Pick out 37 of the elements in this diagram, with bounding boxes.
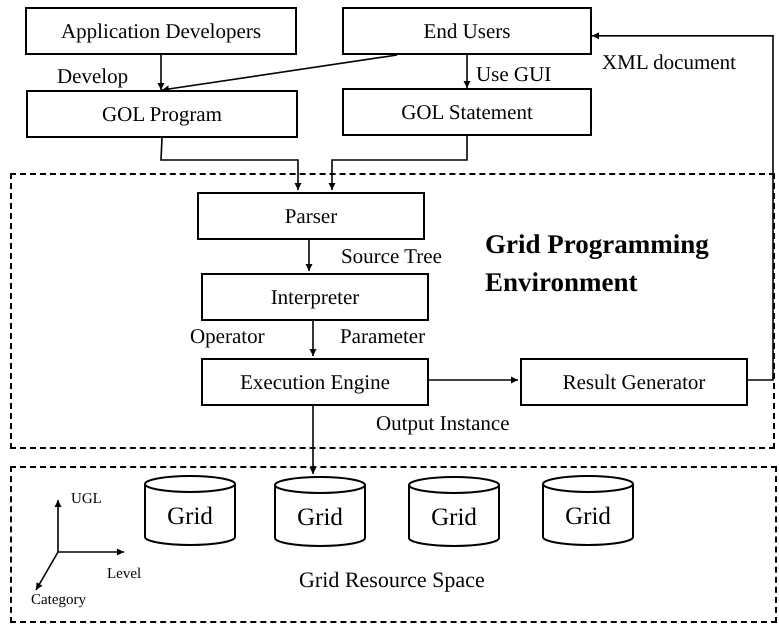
arrow: [162, 54, 398, 92]
database-cylinder: [274, 476, 366, 547]
arrow: [427, 376, 518, 384]
database-cylinder: [542, 475, 634, 546]
flow-label: Parameter: [340, 323, 426, 350]
arrow: [160, 138, 302, 190]
arrow: [310, 319, 316, 356]
process-box: Result Generator: [520, 358, 748, 406]
arrow: [306, 238, 312, 271]
edge-label: Output Instance: [375, 413, 511, 434]
dashed-region: [10, 466, 777, 623]
arrow: [592, 32, 774, 381]
database-cylinder: [408, 476, 500, 547]
process-box: Interpreter: [201, 273, 429, 321]
cylinder-label: Grid: [564, 502, 612, 532]
database-cylinder: [144, 475, 236, 546]
axis-label: Category: [31, 591, 86, 610]
process-box: Execution Engine: [201, 358, 429, 406]
flow-label: Operator: [190, 323, 265, 350]
region-title: Grid Programming Environment: [485, 228, 710, 299]
process-box: Parser: [197, 192, 425, 240]
cylinder-label: Grid: [296, 503, 344, 533]
arrow: [464, 55, 470, 88]
arrow: [328, 136, 468, 190]
edge-label: Develop: [56, 66, 130, 87]
dashed-region: [10, 173, 775, 449]
process-box: End Users: [342, 7, 592, 55]
process-box: GOL Statement: [342, 88, 592, 136]
cylinder-label: Grid: [430, 503, 478, 533]
axis-label: UGL: [71, 490, 102, 509]
arrow: [158, 55, 164, 90]
cylinder-label: Grid: [166, 502, 214, 532]
process-box: Application Developers: [25, 7, 297, 55]
region-title: Grid Resource Space: [299, 566, 485, 594]
axis-label: Level: [107, 565, 142, 584]
arrow: [310, 404, 316, 474]
process-box: GOL Program: [26, 90, 298, 138]
